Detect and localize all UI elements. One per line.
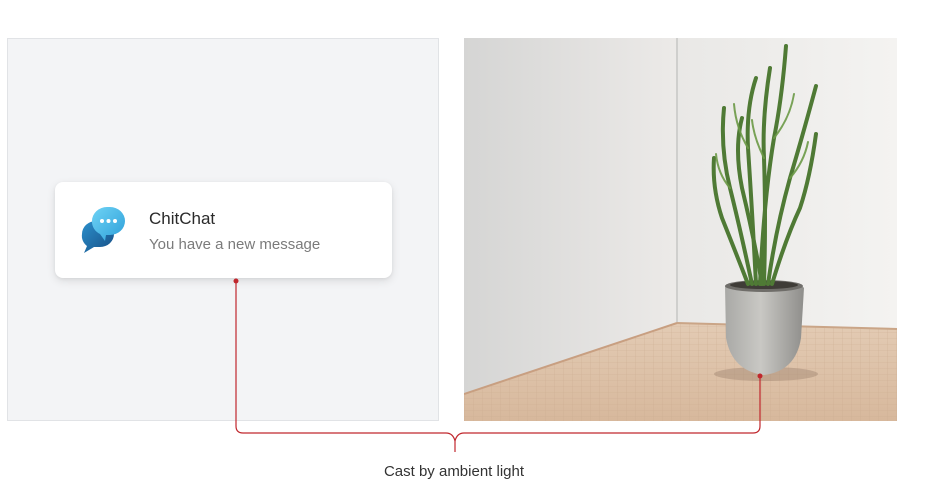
notification-card[interactable]: ChitChat You have a new message <box>55 182 392 278</box>
notification-message: You have a new message <box>149 236 321 253</box>
chat-bubbles-icon <box>81 207 125 253</box>
notification-title: ChitChat <box>149 209 216 228</box>
plant-photo <box>464 38 897 421</box>
potted-plant-icon <box>464 38 897 421</box>
caption-label: Cast by ambient light <box>383 463 525 480</box>
